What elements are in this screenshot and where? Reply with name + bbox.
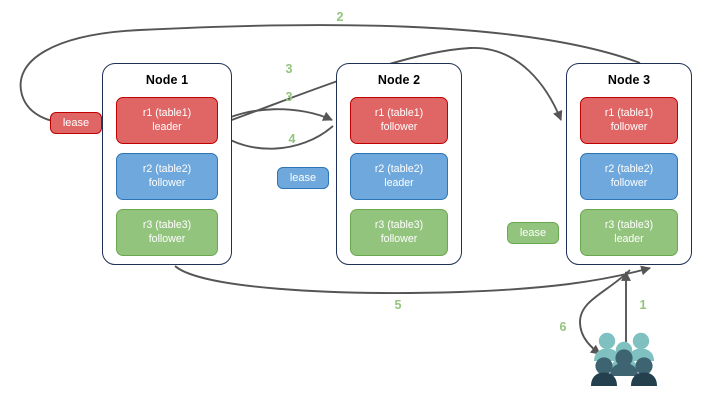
replica-node3-r3[interactable]: r3 (table3) leader	[580, 209, 678, 256]
lease-badge-table2[interactable]: lease	[277, 167, 329, 189]
edge-step-5	[174, 265, 651, 294]
node-container-3[interactable]: Node 3 r1 (table1) follower r2 (table2) …	[566, 63, 692, 265]
step-label-3b: 3	[285, 90, 293, 104]
replica-label-line1: r1 (table1)	[604, 107, 654, 119]
step-label-2: 2	[336, 10, 344, 24]
edge-step-3-lower	[215, 108, 333, 125]
edge-step-2	[19, 24, 641, 129]
replica-label-line2: follower	[610, 176, 648, 189]
node-container-1[interactable]: Node 1 r1 (table1) leader r2 (table2) fo…	[102, 63, 232, 265]
replica-node3-r2[interactable]: r2 (table2) follower	[580, 153, 678, 200]
replica-label-line1: r1 (table1)	[374, 107, 424, 119]
replica-node2-r3[interactable]: r3 (table3) follower	[350, 209, 448, 256]
replica-label-line1: r2 (table2)	[374, 163, 424, 175]
replica-node2-r1[interactable]: r1 (table1) follower	[350, 97, 448, 144]
replica-label-line1: r3 (table3)	[374, 219, 424, 231]
replica-node1-r1[interactable]: r1 (table1) leader	[116, 97, 218, 144]
replica-node2-r2[interactable]: r2 (table2) leader	[350, 153, 448, 200]
replica-label-line2: leader	[384, 176, 414, 189]
node-container-2[interactable]: Node 2 r1 (table1) follower r2 (table2) …	[336, 63, 462, 265]
edge-step-4	[218, 125, 334, 150]
replica-label-line2: follower	[148, 232, 186, 245]
step-label-3a: 3	[285, 62, 293, 76]
replica-label-line2: follower	[380, 120, 418, 133]
step-label-5: 5	[394, 298, 402, 312]
edge-step-3-upper	[214, 47, 563, 127]
replica-label-line1: r3 (table3)	[142, 219, 192, 231]
node-title: Node 1	[145, 73, 189, 87]
replica-label-line2: follower	[610, 120, 648, 133]
lease-badge-table3[interactable]: lease	[507, 222, 559, 244]
replica-label-line1: r2 (table2)	[142, 163, 192, 175]
replica-label-line1: r2 (table2)	[604, 163, 654, 175]
step-label-6: 6	[559, 320, 567, 334]
replica-label-line2: leader	[152, 120, 182, 133]
replica-label-line1: r1 (table1)	[142, 107, 192, 119]
step-label-1: 1	[639, 298, 647, 312]
lease-badge-table1[interactable]: lease	[50, 112, 102, 134]
replica-label-line2: follower	[380, 232, 418, 245]
node-title: Node 2	[377, 73, 421, 87]
step-label-4: 4	[288, 132, 296, 146]
replica-label-line2: leader	[614, 232, 644, 245]
edge-step-6	[579, 269, 631, 355]
node-title: Node 3	[607, 73, 651, 87]
replica-node3-r1[interactable]: r1 (table1) follower	[580, 97, 678, 144]
replica-node1-r3[interactable]: r3 (table3) follower	[116, 209, 218, 256]
users-icon	[591, 332, 657, 386]
replica-label-line2: follower	[148, 176, 186, 189]
replica-node1-r2[interactable]: r2 (table2) follower	[116, 153, 218, 200]
replica-label-line1: r3 (table3)	[604, 219, 654, 231]
